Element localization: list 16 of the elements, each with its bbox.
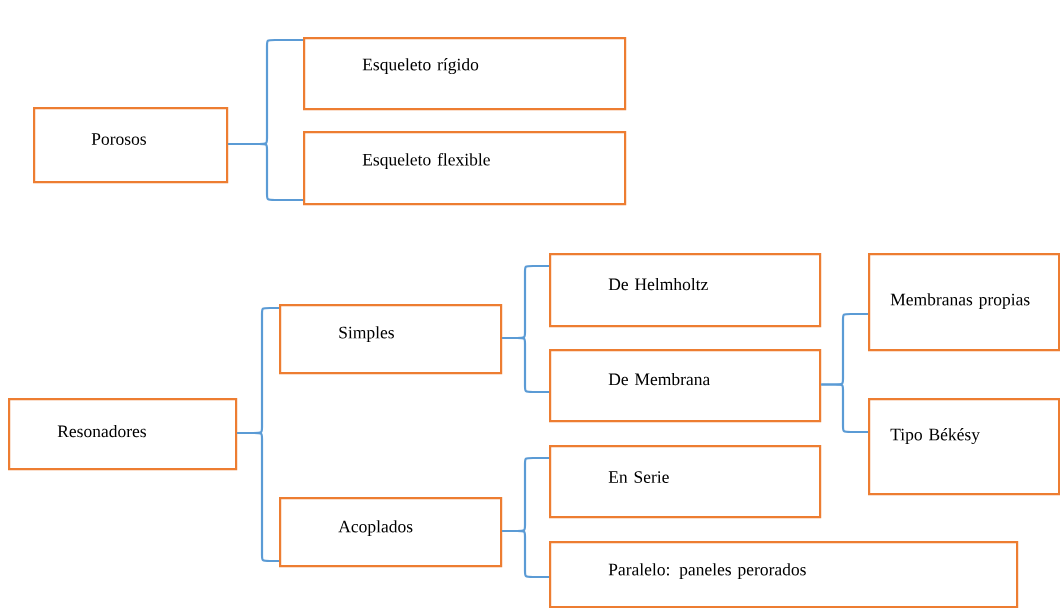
text-box: Simples (279, 304, 503, 375)
text-box: Tipo Békésy (868, 398, 1060, 496)
text-box: Membranas propias (868, 253, 1060, 352)
text-box: Paralelo: paneles perorados (549, 541, 1019, 608)
text-box: Esqueleto flexible (303, 131, 627, 206)
brace-connector (228, 142, 303, 202)
brace-connector (502, 529, 549, 579)
brace-connector (821, 383, 868, 434)
brace-connector (502, 336, 549, 394)
text-box: De Membrana (549, 349, 822, 423)
text-box: Porosos (33, 107, 229, 184)
text-box: De Helmholtz (549, 253, 822, 328)
text-box: Acoplados (279, 497, 503, 568)
text-box: Resonadores (8, 398, 238, 471)
text-box: En Serie (549, 445, 822, 519)
text-box: Esqueleto rígido (303, 37, 627, 111)
